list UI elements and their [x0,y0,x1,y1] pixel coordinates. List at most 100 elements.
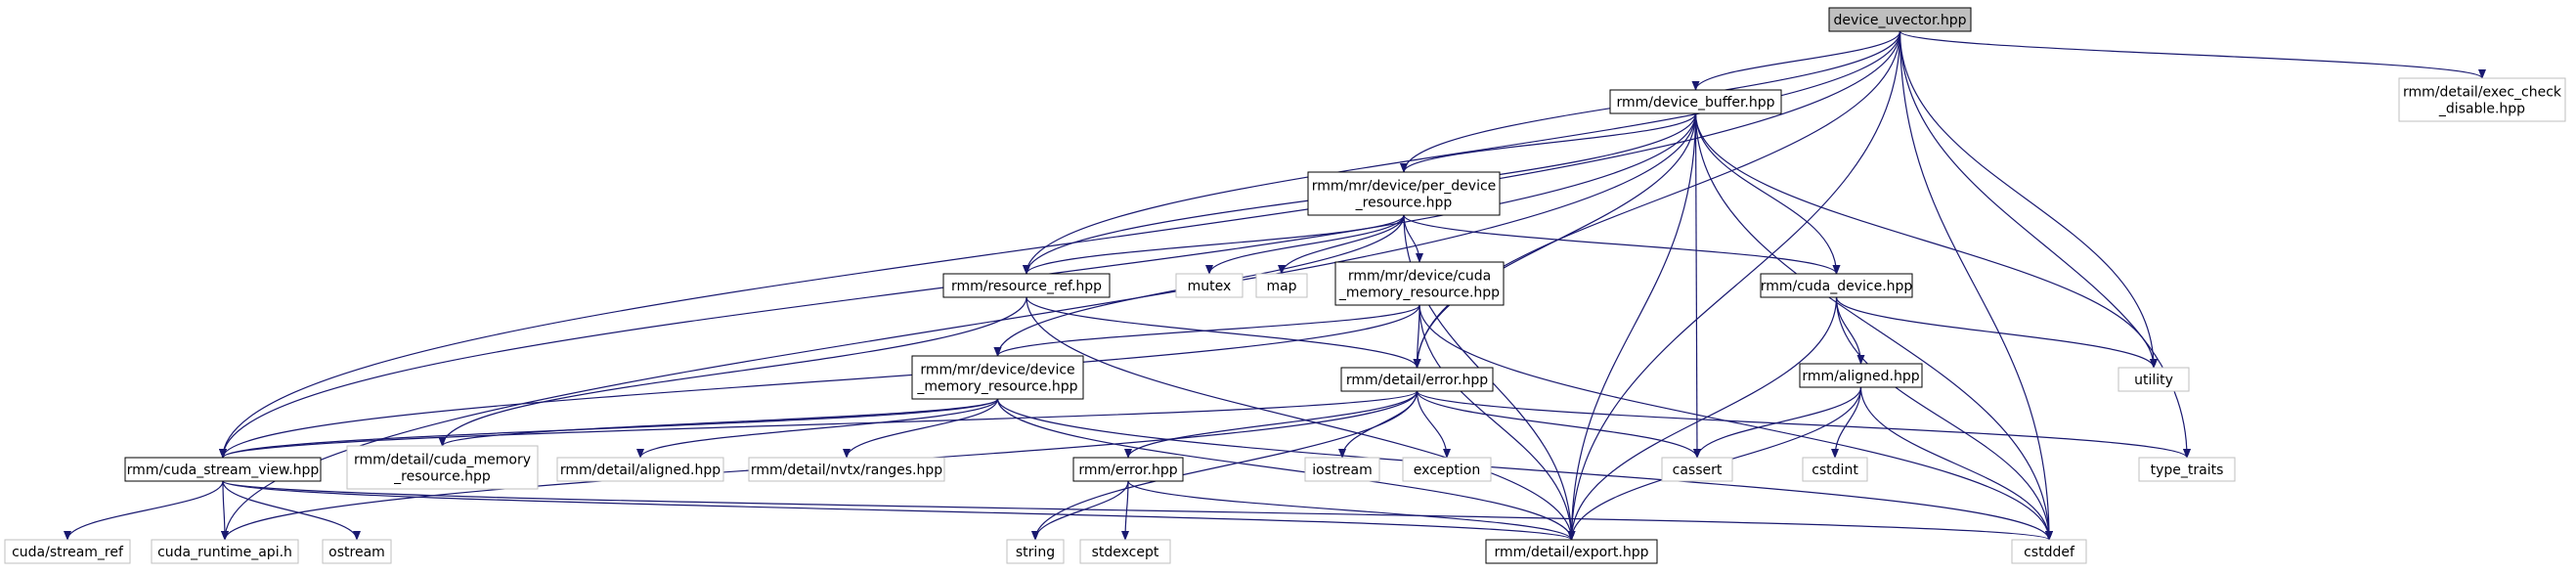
node-label: exception [1414,463,1480,478]
node-box [942,273,1111,298]
node-cuda_memory_resource[interactable]: rmm/mr/device/cuda_memory_resource.hpp [1334,261,1505,306]
node-label: rmm/aligned.hpp [1802,369,1919,384]
node-label: cuda/stream_ref [12,545,124,560]
edge-detail_error-to-cuda_stream_view [219,390,1419,459]
node-label: rmm/mr/device/device [920,363,1074,378]
edge-per_device-to-resource_ref [1023,214,1405,275]
edge-per_device-to-cuda_device [1403,214,1841,275]
node-label: type_traits [2151,463,2224,478]
edge-device_memory_resource-to-detail_cuda_memory [438,398,999,447]
edge-layer [64,30,2486,541]
edge-resource_ref-to-detail_cuda_memory [438,296,1027,447]
node-label: stdexcept [1092,545,1159,560]
edge-device_buffer-to-detail_error [1413,112,1697,369]
node-cstddef: cstddef [2011,539,2087,564]
edge-cuda_stream_view-to-ostream [222,480,361,541]
node-device_memory_resource[interactable]: rmm/mr/device/device_memory_resource.hpp [911,355,1084,400]
node-box [1760,273,1913,298]
node-label: rmm/detail/export.hpp [1494,545,1648,560]
node-nvtx_ranges: rmm/detail/nvtx/ranges.hpp [748,457,945,482]
edge-resource_ref-to-detail_error [1026,296,1421,369]
node-box [1307,171,1501,216]
edge-device_uvector-to-exec_check [1899,30,2486,79]
node-exception: exception [1402,457,1492,482]
node-resource_ref[interactable]: rmm/resource_ref.hpp [942,273,1111,298]
edge-device_memory_resource-to-cstddef [996,398,2053,541]
node-error[interactable]: rmm/error.hpp [1072,457,1184,482]
node-box [124,457,322,482]
node-label: utility [2134,373,2173,388]
node-export[interactable]: rmm/detail/export.hpp [1485,539,1658,564]
node-mutex: mutex [1175,273,1244,298]
node-label: cstdint [1812,463,1858,478]
node-detail_aligned: rmm/detail/aligned.hpp [556,457,724,482]
edge-device_memory_resource-to-export [996,398,1576,541]
node-label: rmm/detail/cuda_memory [354,453,531,468]
edge-device_buffer-to-cassert [1692,112,1701,459]
node-box [1799,363,1923,388]
node-device_uvector[interactable]: device_uvector.hpp [1828,7,1972,32]
edge-cuda_memory_resource-to-cstddef [1419,304,2053,541]
edge-per_device-to-map [1278,214,1405,275]
node-device_buffer[interactable]: rmm/device_buffer.hpp [1609,89,1782,114]
node-label: rmm/error.hpp [1078,463,1177,478]
node-box [748,457,945,482]
node-stream_ref: cuda/stream_ref [4,539,131,564]
edge-device_uvector-to-type_traits [1899,30,2191,459]
node-box [1402,457,1492,482]
node-box [2398,77,2566,122]
edge-device_memory_resource-to-detail_aligned [636,398,999,459]
node-label: rmm/detail/aligned.hpp [560,463,720,478]
node-label: device_uvector.hpp [1833,13,1966,28]
edge-error-to-stdexcept [1121,480,1130,541]
edge-error-to-string [1031,480,1129,541]
edge-device_buffer-to-per_device [1400,112,1697,173]
node-label: _memory_resource.hpp [916,379,1077,395]
node-type_traits: type_traits [2138,457,2236,482]
edge-detail_error-to-error [1124,390,1419,459]
node-label: rmm/detail/exec_check [2403,85,2562,101]
edge-cuda_stream_view-to-cuda_runtime_api [220,480,229,541]
node-label: iostream [1312,463,1373,478]
node-box [1485,539,1658,564]
node-box [1609,89,1782,114]
node-box [1661,457,1733,482]
edge-device_buffer-to-cstddef [1694,112,2053,541]
edge-device_memory_resource-to-nvtx_ranges [843,398,999,459]
node-label: _resource.hpp [393,469,491,485]
node-cuda_stream_view[interactable]: rmm/cuda_stream_view.hpp [124,457,322,482]
node-label: rmm/mr/device/per_device [1312,179,1497,195]
node-string: string [1006,539,1065,564]
node-label: cstddef [2024,545,2075,560]
node-box [4,539,131,564]
edge-device_buffer-to-export [1567,112,1697,541]
node-box [151,539,299,564]
edge-device_uvector-to-cstddef [1899,30,2053,541]
edge-cuda_device-to-utility [1835,296,2158,369]
edge-device_buffer-to-utility [1694,112,2158,369]
edge-aligned-to-cassert [1693,386,1862,459]
edge-cuda_memory_resource-to-device_memory_resource [993,304,1420,357]
node-aligned[interactable]: rmm/aligned.hpp [1799,363,1923,388]
edge-cuda_stream_view-to-cstddef [222,480,2053,541]
node-cstdint: cstdint [1802,457,1868,482]
edge-cuda_stream_view-to-stream_ref [64,480,224,541]
node-label: rmm/detail/error.hpp [1346,373,1488,388]
edge-detail_error-to-exception [1416,390,1451,459]
node-label: mutex [1188,279,1232,294]
edge-aligned-to-cstddef [1859,386,2053,541]
edge-aligned-to-cstdint [1831,386,1862,459]
node-stdexcept: stdexcept [1079,539,1171,564]
edge-device_uvector-to-utility [1899,30,2158,369]
node-per_device[interactable]: rmm/mr/device/per_device_resource.hpp [1307,171,1501,216]
node-box [556,457,724,482]
node-box [1304,457,1380,482]
node-cuda_device[interactable]: rmm/cuda_device.hpp [1760,273,1913,298]
node-box [1340,367,1494,392]
edge-cuda_device-to-export [1567,296,1838,541]
node-label: string [1016,545,1055,560]
node-box [1334,261,1505,306]
node-detail_error[interactable]: rmm/detail/error.hpp [1340,367,1494,392]
node-box [2138,457,2236,482]
node-detail_cuda_memory: rmm/detail/cuda_memory_resource.hpp [346,445,539,490]
